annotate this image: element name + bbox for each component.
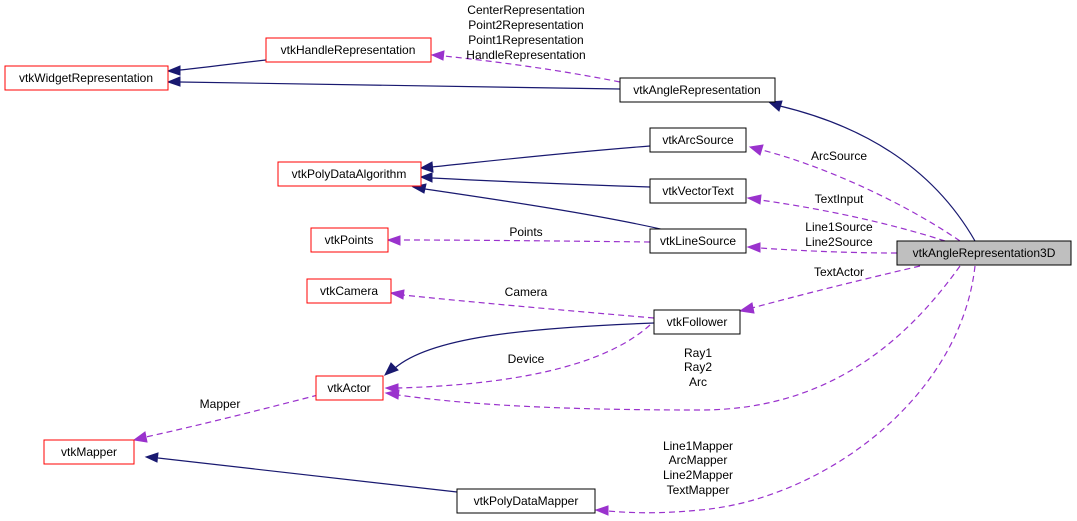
edge-label-ray2: Ray2 xyxy=(684,360,712,374)
edge-label-device: Device xyxy=(508,352,545,366)
arrow-angle-to-widget xyxy=(166,76,181,87)
node-label: vtkLineSource xyxy=(660,234,736,248)
node-label: vtkMapper xyxy=(61,445,117,459)
edge-label-handle-representation: HandleRepresentation xyxy=(466,48,585,62)
node-vtk-actor[interactable]: vtkActor xyxy=(315,375,384,401)
edge-root-to-arc xyxy=(761,149,961,242)
node-label: vtkPoints xyxy=(325,233,374,247)
edge-angle-to-handle xyxy=(443,55,621,83)
node-label: vtkPolyDataMapper xyxy=(474,494,579,508)
edge-label-line1-mapper: Line1Mapper xyxy=(663,439,733,453)
edge-actor-to-mapper xyxy=(145,394,319,438)
arrow-root-to-vector xyxy=(746,194,762,205)
node-vtk-arc-source[interactable]: vtkArcSource xyxy=(649,127,747,153)
edge-label-text-actor: TextActor xyxy=(814,265,864,279)
edge-arc-to-algo xyxy=(431,145,651,168)
arrow-root-to-polymapper xyxy=(594,505,609,516)
node-vtk-poly-data-algorithm[interactable]: vtkPolyDataAlgorithm xyxy=(277,161,422,187)
node-vtk-line-source[interactable]: vtkLineSource xyxy=(649,228,747,254)
arrow-root-to-follower xyxy=(738,302,755,314)
node-vtk-angle-representation-3d[interactable]: vtkAngleRepresentation3D xyxy=(896,240,1072,266)
edge-root-to-actor xyxy=(397,265,961,411)
node-vtk-poly-data-mapper[interactable]: vtkPolyDataMapper xyxy=(456,488,596,514)
arrow-angle-to-handle xyxy=(430,50,445,61)
node-vtk-follower[interactable]: vtkFollower xyxy=(653,309,741,335)
arrow-handle-to-widget xyxy=(166,65,181,76)
arrow-vector-to-algo xyxy=(419,172,433,183)
node-label: vtkAngleRepresentation3D xyxy=(913,246,1056,260)
edge-follower-to-actor xyxy=(394,322,655,369)
node-label: vtkActor xyxy=(327,381,370,395)
node-label: vtkCamera xyxy=(320,284,378,298)
edge-label-point1-representation: Point1Representation xyxy=(468,33,583,47)
edge-polymapper-to-mapper xyxy=(157,457,458,493)
node-label: vtkFollower xyxy=(667,315,728,329)
node-label: vtkPolyDataAlgorithm xyxy=(292,167,407,181)
arrow-line-to-points xyxy=(386,235,401,246)
edge-label-arc-mapper: ArcMapper xyxy=(669,453,728,467)
node-label: vtkHandleRepresentation xyxy=(281,43,416,57)
edge-label-arc: Arc xyxy=(689,375,707,389)
arrow-root-to-arc xyxy=(748,144,764,156)
edge-label-camera: Camera xyxy=(505,285,548,299)
edge-root-to-polymapper xyxy=(607,265,976,514)
edge-label-text-mapper: TextMapper xyxy=(667,483,730,497)
edge-label-text-input: TextInput xyxy=(815,192,864,206)
edge-label-center-representation: CenterRepresentation xyxy=(467,3,584,17)
arrow-follower-to-actor xyxy=(383,362,399,376)
edge-root-to-angle xyxy=(779,105,976,242)
edge-label-arc-source: ArcSource xyxy=(811,149,867,163)
arrow-actor-to-mapper xyxy=(132,431,148,443)
edge-root-to-vector xyxy=(759,199,946,242)
arrow-polymapper-to-mapper xyxy=(144,452,159,463)
arrow-root-to-line xyxy=(746,242,761,253)
node-label: vtkVectorText xyxy=(662,184,734,198)
node-vtk-vector-text[interactable]: vtkVectorText xyxy=(649,178,747,204)
edge-angle-to-widget xyxy=(179,81,621,90)
edge-label-line2-mapper: Line2Mapper xyxy=(663,468,733,482)
edge-label-points: Points xyxy=(509,225,542,239)
edge-line-to-algo xyxy=(424,188,666,231)
edge-line-to-points xyxy=(399,239,651,243)
edge-label-line1-source: Line1Source xyxy=(805,220,873,234)
edge-root-to-follower xyxy=(751,265,921,309)
node-vtk-camera[interactable]: vtkCamera xyxy=(306,278,392,304)
edge-label-mapper: Mapper xyxy=(200,397,241,411)
node-vtk-points[interactable]: vtkPoints xyxy=(310,227,389,253)
node-vtk-widget-representation[interactable]: vtkWidgetRepresentation xyxy=(4,65,169,91)
node-label: vtkWidgetRepresentation xyxy=(19,71,153,85)
node-vtk-handle-representation[interactable]: vtkHandleRepresentation xyxy=(265,37,432,63)
node-label: vtkArcSource xyxy=(662,133,734,147)
node-label: vtkAngleRepresentation xyxy=(633,83,760,97)
edge-label-point2-representation: Point2Representation xyxy=(468,18,583,32)
edge-vector-to-algo xyxy=(431,177,651,188)
edge-follower-to-actor-device xyxy=(397,324,651,389)
arrow-root-to-actor xyxy=(384,389,400,400)
edge-label-ray1: Ray1 xyxy=(684,346,712,360)
edge-handle-to-widget xyxy=(179,59,267,71)
arrow-arc-to-algo xyxy=(419,161,434,173)
node-vtk-mapper[interactable]: vtkMapper xyxy=(43,439,135,465)
edge-follower-to-camera xyxy=(402,294,655,319)
arrow-follower-to-camera xyxy=(389,289,405,300)
node-vtk-angle-representation[interactable]: vtkAngleRepresentation xyxy=(619,77,776,103)
edge-label-line2-source: Line2Source xyxy=(805,235,873,249)
